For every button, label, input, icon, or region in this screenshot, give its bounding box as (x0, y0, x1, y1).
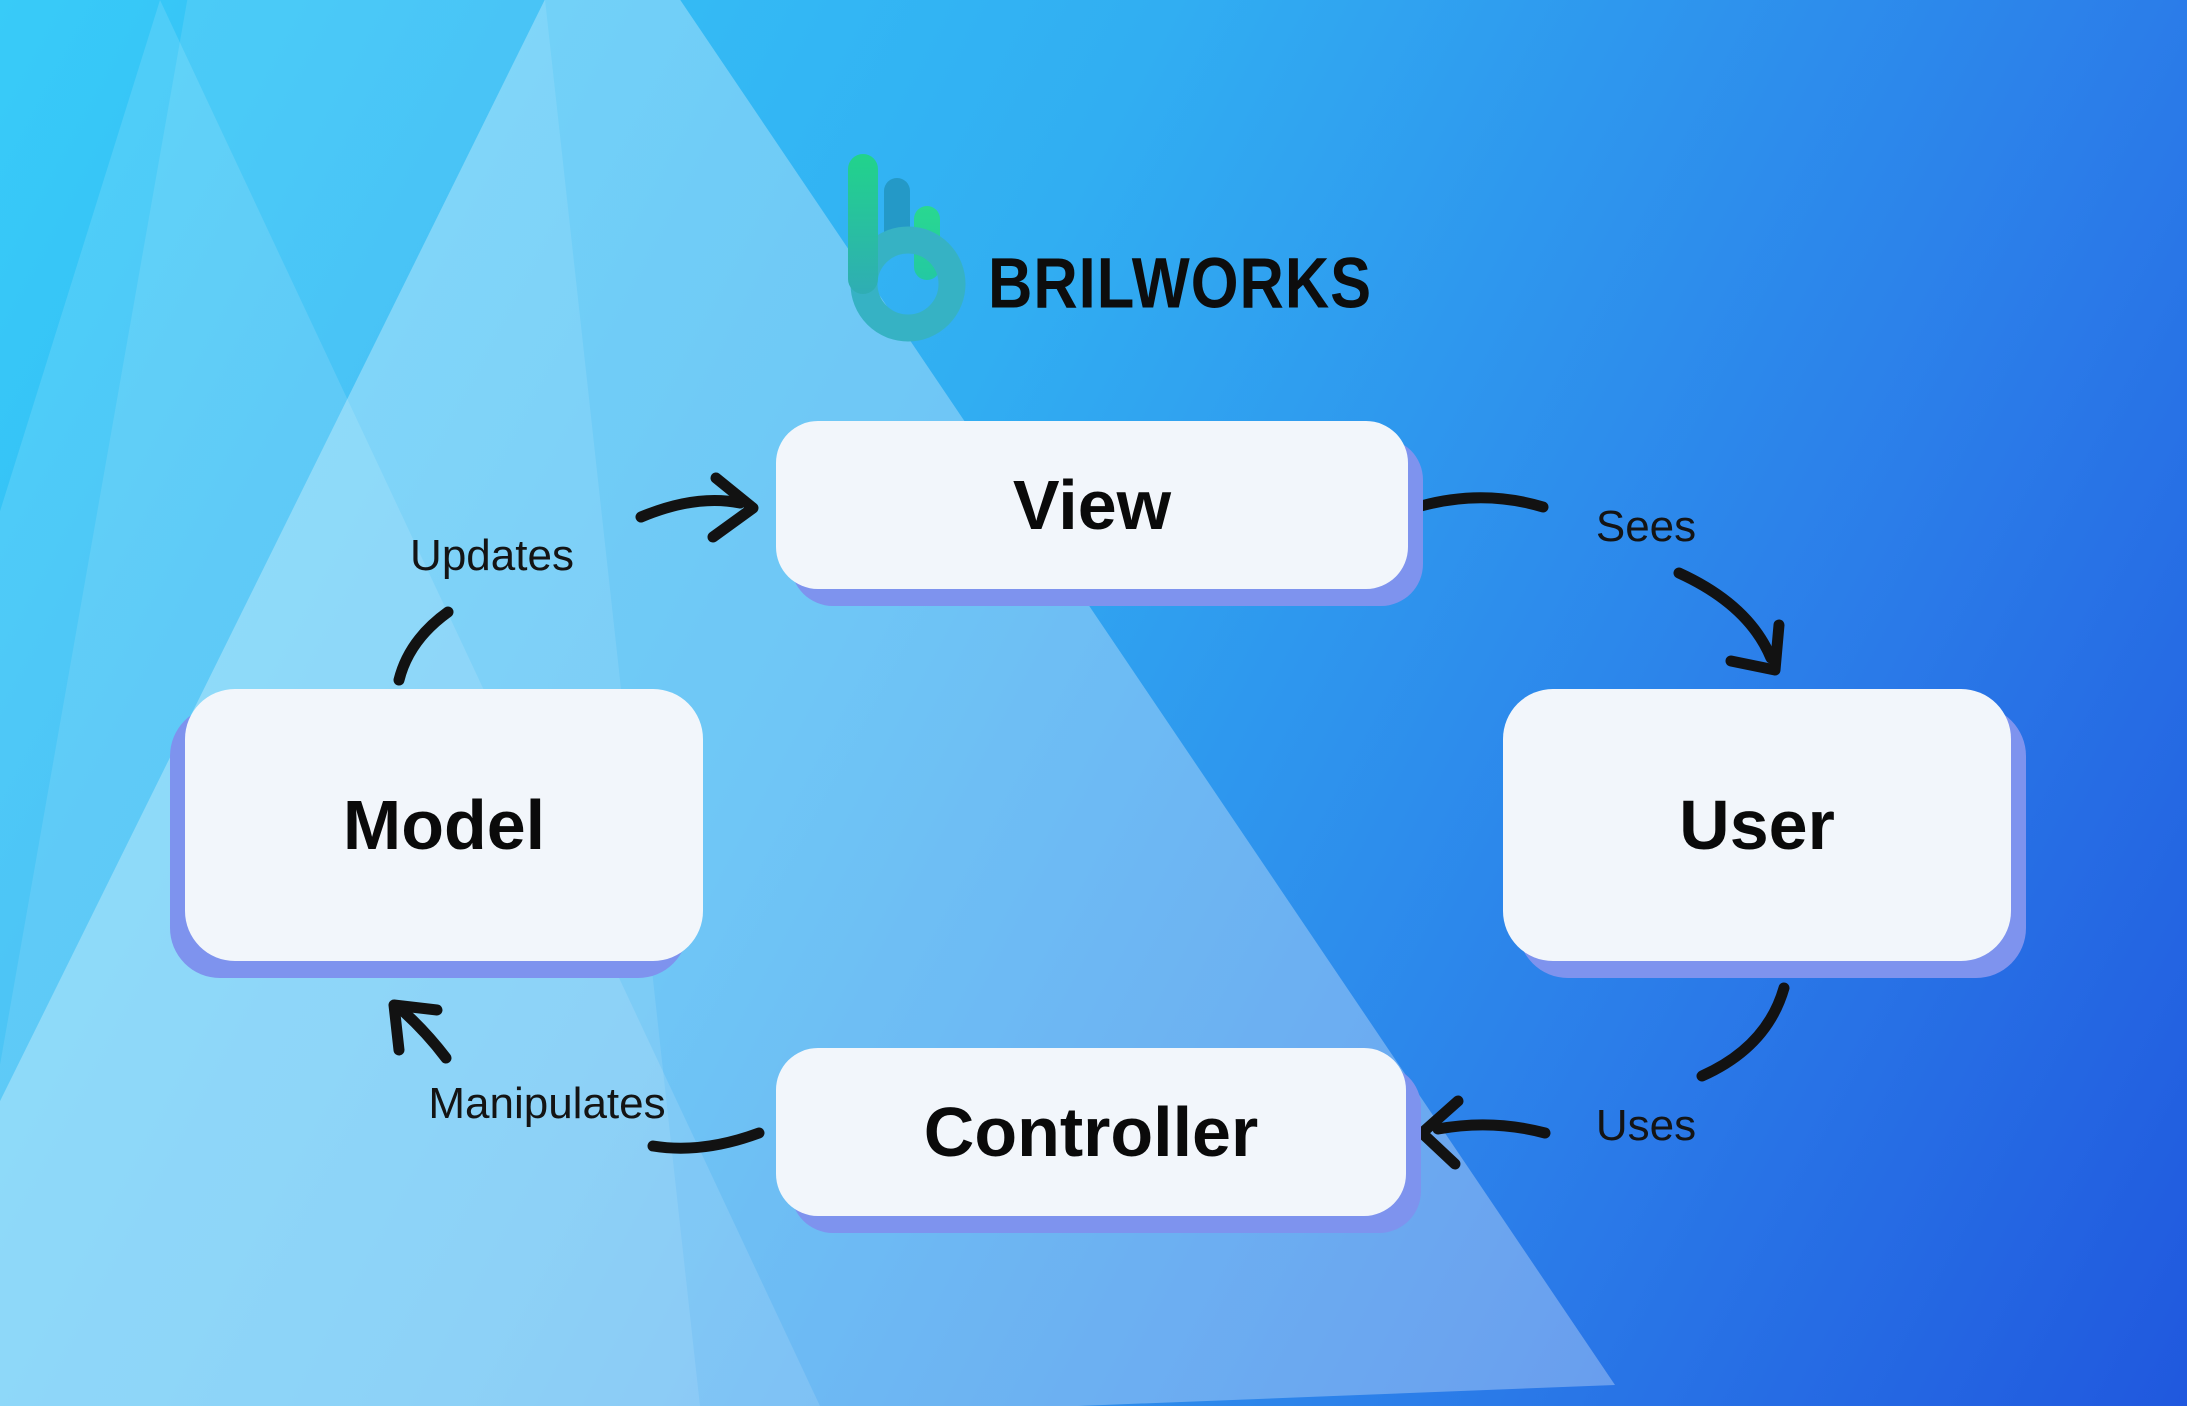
node-model: Model (185, 689, 703, 961)
node-view-label: View (1012, 466, 1172, 544)
edge-label-manipulates: Manipulates (428, 1079, 666, 1128)
node-model-label: Model (342, 786, 546, 864)
node-user: User (1503, 689, 2011, 961)
brand-name: BRILWORKS (988, 242, 1373, 324)
node-controller: Controller (776, 1048, 1406, 1216)
node-controller-label: Controller (923, 1093, 1259, 1171)
brilworks-logo: BRILWORKS (848, 148, 1388, 342)
edge-label-uses: Uses (1595, 1101, 1697, 1150)
node-user-label: User (1679, 786, 1835, 864)
node-view: View (776, 421, 1408, 589)
brilworks-b-logo-icon (848, 154, 966, 342)
edge-label-sees: Sees (1595, 502, 1697, 551)
edge-label-updates: Updates (410, 531, 574, 580)
